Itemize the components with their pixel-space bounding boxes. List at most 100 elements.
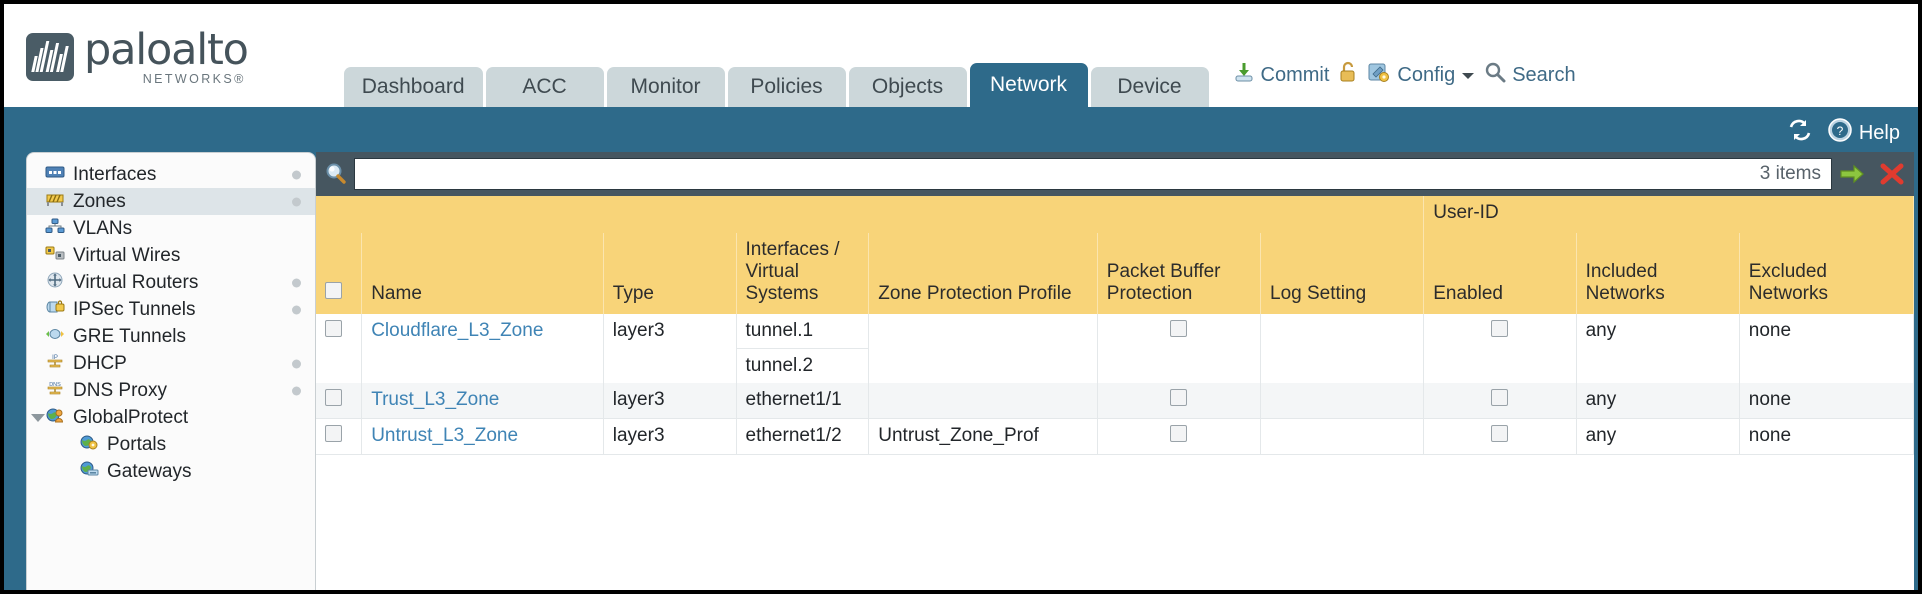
cell-excluded-networks: none xyxy=(1739,314,1914,383)
sidebar-item-zones-label: Zones xyxy=(73,190,126,212)
cell-included-networks: any xyxy=(1576,383,1740,419)
select-all-cell xyxy=(316,233,363,314)
sidebar-item-gre-tunnels[interactable]: GRE Tunnels xyxy=(27,323,315,350)
cell-included-networks: any xyxy=(1576,418,1740,455)
col-type[interactable]: Type xyxy=(603,233,737,314)
cell-userid-enabled xyxy=(1423,383,1577,419)
col-excluded-networks[interactable]: Excluded Networks xyxy=(1739,233,1914,314)
svg-text:IP: IP xyxy=(52,355,58,361)
cell-zone-protection-profile xyxy=(868,314,1098,383)
table-row[interactable]: Trust_L3_Zone layer3 ethernet1/1 any non… xyxy=(316,383,1914,419)
cell-excluded-networks: none xyxy=(1739,383,1914,419)
ipsec-tunnels-icon xyxy=(45,299,65,321)
tab-dashboard-label: Dashboard xyxy=(361,75,465,98)
tab-policies[interactable]: Policies xyxy=(727,67,846,107)
userid-enabled-checkbox[interactable] xyxy=(1491,389,1509,406)
cell-userid-enabled xyxy=(1423,314,1577,383)
sidebar-item-gateways[interactable]: Gateways xyxy=(27,458,315,485)
table-group-header-row: User-ID xyxy=(316,196,1914,233)
lock-button[interactable] xyxy=(1338,61,1358,89)
apply-filter-button[interactable] xyxy=(1832,152,1872,196)
sidebar-item-dns-proxy[interactable]: DNS DNS Proxy xyxy=(27,377,315,404)
group-header-spacer xyxy=(316,196,1425,233)
table-row[interactable]: Cloudflare_L3_Zone layer3 tunnel.1 tunne… xyxy=(316,314,1914,383)
row-checkbox[interactable] xyxy=(325,389,342,406)
sidebar-item-dhcp[interactable]: IP DHCP xyxy=(27,350,315,377)
help-icon: ? xyxy=(1827,117,1853,149)
sidebar-item-ipsec-tunnels[interactable]: IPSec Tunnels xyxy=(27,296,315,323)
sidebar-item-virtual-wires-label: Virtual Wires xyxy=(73,244,181,266)
col-name[interactable]: Name xyxy=(361,233,604,314)
help-button[interactable]: ? Help xyxy=(1827,117,1900,149)
sidebar-item-zones[interactable]: Zones xyxy=(27,188,315,215)
cell-type: layer3 xyxy=(603,314,737,383)
table-header-row: Name Type Interfaces / Virtual Systems Z… xyxy=(316,233,1914,314)
row-checkbox[interactable] xyxy=(325,425,342,442)
col-packet-buffer-protection[interactable]: Packet Buffer Protection xyxy=(1097,233,1262,314)
userid-enabled-checkbox[interactable] xyxy=(1491,320,1509,337)
search-input[interactable]: 3 items xyxy=(354,158,1832,190)
table-row[interactable]: Untrust_L3_Zone layer3 ethernet1/2 Untru… xyxy=(316,418,1914,455)
zone-link[interactable]: Trust_L3_Zone xyxy=(371,389,500,410)
tab-objects[interactable]: Objects xyxy=(848,67,967,107)
sidebar-item-globalprotect-label: GlobalProtect xyxy=(73,406,189,428)
packet-buffer-checkbox[interactable] xyxy=(1170,320,1188,337)
col-interfaces[interactable]: Interfaces / Virtual Systems xyxy=(736,233,870,314)
tab-device-label: Device xyxy=(1117,75,1182,98)
tab-network[interactable]: Network xyxy=(969,63,1088,107)
filter-toolbar: 3 items xyxy=(316,152,1914,196)
tab-policies-label: Policies xyxy=(750,75,823,98)
search-icon xyxy=(1484,61,1506,89)
cell-name: Cloudflare_L3_Zone xyxy=(361,314,604,383)
select-all-checkbox[interactable] xyxy=(325,282,342,299)
zone-link[interactable]: Untrust_L3_Zone xyxy=(371,425,519,446)
sidebar-item-portals-label: Portals xyxy=(107,433,167,455)
interface-entry: tunnel.1 xyxy=(736,314,869,349)
chevron-down-icon xyxy=(1461,64,1475,87)
row-checkbox[interactable] xyxy=(325,320,342,337)
brand-subtitle: NETWORKS® xyxy=(142,71,246,86)
commit-button[interactable]: Commit xyxy=(1233,61,1329,89)
refresh-icon[interactable] xyxy=(1787,118,1813,148)
userid-enabled-checkbox[interactable] xyxy=(1491,425,1509,442)
col-included-networks[interactable]: Included Networks xyxy=(1576,233,1740,314)
search-label: Search xyxy=(1512,63,1576,86)
packet-buffer-checkbox[interactable] xyxy=(1170,389,1188,406)
row-select-cell xyxy=(316,314,363,383)
zones-table: User-ID Name Type Interfaces / Virtual S… xyxy=(316,196,1914,455)
help-label: Help xyxy=(1858,121,1900,144)
config-icon xyxy=(1367,61,1391,89)
cell-name: Trust_L3_Zone xyxy=(361,383,604,419)
cell-type: layer3 xyxy=(603,418,737,455)
col-log-setting[interactable]: Log Setting xyxy=(1260,233,1425,314)
row-select-cell xyxy=(316,418,363,455)
cell-packet-buffer-protection xyxy=(1097,383,1262,419)
tab-acc[interactable]: ACC xyxy=(485,67,604,107)
cell-name: Untrust_L3_Zone xyxy=(361,418,604,455)
filter-search-icon[interactable] xyxy=(318,152,354,196)
col-userid-enabled[interactable]: Enabled xyxy=(1423,233,1577,314)
search-button[interactable]: Search xyxy=(1484,61,1576,89)
sidebar-item-portals[interactable]: Portals xyxy=(27,431,315,458)
clear-filter-button[interactable] xyxy=(1872,152,1912,196)
group-header-userid: User-ID xyxy=(1423,196,1914,233)
config-menu[interactable]: Config xyxy=(1367,61,1475,89)
sidebar-item-virtual-routers[interactable]: Virtual Routers xyxy=(27,269,315,296)
tab-monitor[interactable]: Monitor xyxy=(606,67,725,107)
cell-interfaces: ethernet1/2 xyxy=(736,418,870,455)
tab-dashboard[interactable]: Dashboard xyxy=(343,67,483,107)
packet-buffer-checkbox[interactable] xyxy=(1170,425,1188,442)
tab-device[interactable]: Device xyxy=(1090,67,1209,107)
cell-interfaces: tunnel.1 tunnel.2 xyxy=(736,314,870,383)
zone-link[interactable]: Cloudflare_L3_Zone xyxy=(371,320,544,341)
sidebar-item-virtual-wires[interactable]: Virtual Wires xyxy=(27,242,315,269)
dhcp-icon: IP xyxy=(45,353,65,375)
sidebar-item-globalprotect[interactable]: GlobalProtect xyxy=(27,404,315,431)
expand-triangle-icon[interactable] xyxy=(31,413,45,422)
sidebar-item-interfaces[interactable]: Interfaces xyxy=(27,161,315,188)
tab-objects-label: Objects xyxy=(871,75,944,98)
col-zone-protection-profile[interactable]: Zone Protection Profile xyxy=(868,233,1098,314)
sidebar-item-vlans[interactable]: VLANs xyxy=(27,215,315,242)
cell-userid-enabled xyxy=(1423,418,1577,455)
zones-content-panel: 3 items xyxy=(316,152,1914,590)
